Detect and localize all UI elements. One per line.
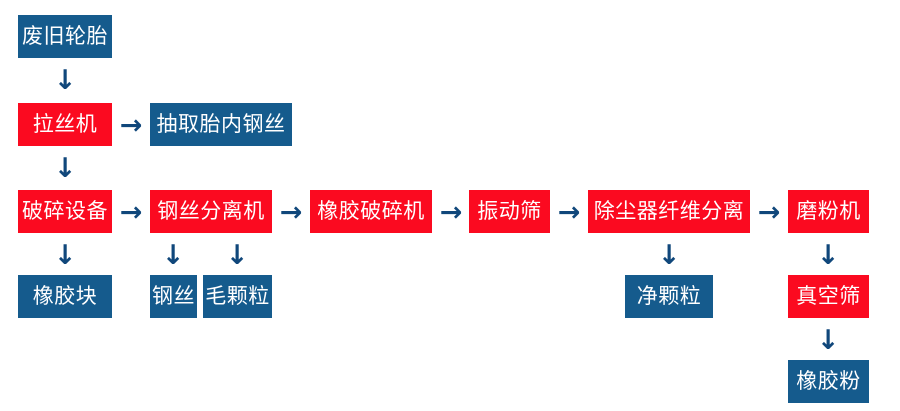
flow-node-n14[interactable]: 真空筛 (788, 275, 869, 318)
flow-node-n10[interactable]: 橡胶块 (18, 275, 112, 318)
arrow-right-icon: → (439, 196, 463, 228)
arrow-down-icon: ↓ (161, 239, 185, 271)
arrow-down-icon: ↓ (53, 239, 77, 271)
flow-node-n15[interactable]: 橡胶粉 (788, 360, 869, 403)
flow-node-n2[interactable]: 拉丝机 (18, 103, 112, 146)
flow-node-n8[interactable]: 除尘器纤维分离 (588, 190, 750, 233)
arrow-down-icon: ↓ (53, 152, 77, 184)
flow-node-n5[interactable]: 钢丝分离机 (150, 190, 272, 233)
flow-node-n9[interactable]: 磨粉机 (788, 190, 869, 233)
flow-node-n12[interactable]: 毛颗粒 (203, 275, 272, 318)
arrow-right-icon: → (557, 196, 581, 228)
arrow-down-icon: ↓ (225, 239, 249, 271)
arrow-right-icon: → (279, 196, 303, 228)
arrow-right-icon: → (119, 109, 143, 141)
arrow-right-icon: → (757, 196, 781, 228)
arrow-down-icon: ↓ (816, 239, 840, 271)
flow-node-n3[interactable]: 抽取胎内钢丝 (150, 103, 292, 146)
flow-node-n7[interactable]: 振动筛 (469, 190, 550, 233)
flow-node-n11[interactable]: 钢丝 (150, 275, 197, 318)
arrow-down-icon: ↓ (53, 64, 77, 96)
arrow-down-icon: ↓ (657, 239, 681, 271)
flow-node-n6[interactable]: 橡胶破碎机 (310, 190, 432, 233)
flow-node-n1[interactable]: 废旧轮胎 (18, 15, 112, 58)
arrow-right-icon: → (119, 196, 143, 228)
flow-node-n13[interactable]: 净颗粒 (625, 275, 713, 318)
flow-node-n4[interactable]: 破碎设备 (18, 190, 112, 233)
arrow-down-icon: ↓ (816, 324, 840, 356)
